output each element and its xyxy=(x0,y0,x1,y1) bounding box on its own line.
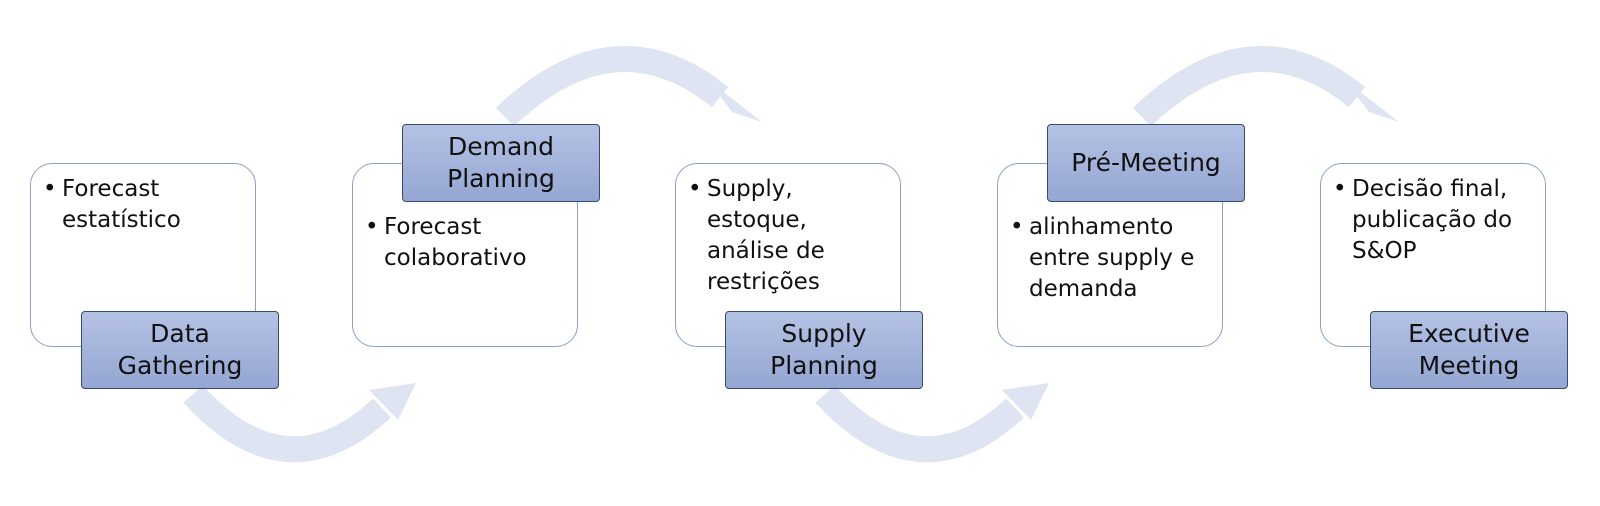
connector-arrowhead-2 xyxy=(708,80,762,122)
bullet-list: Forecast estatístico xyxy=(43,174,247,236)
bullet-list: Supply, estoque, análise de restrições xyxy=(688,174,892,298)
connector-arrow-2 xyxy=(496,46,729,127)
bullet-list: alinhamento entre supply e demanda xyxy=(1010,212,1214,305)
bullet-item: Decisão final, publicação do S&OP xyxy=(1333,174,1527,267)
connector-arrowhead-1 xyxy=(369,383,416,420)
bullet-item: Forecast estatístico xyxy=(43,174,247,236)
bullet-list: Decisão final, publicação do S&OP xyxy=(1333,174,1537,267)
bullet-item: Forecast colaborativo xyxy=(365,212,534,274)
connector-arrowhead-4 xyxy=(1345,80,1399,122)
connector-arrow-4 xyxy=(1133,46,1366,127)
step-label-demand-planning: Demand Planning xyxy=(402,124,600,202)
step-label-supply-planning: Supply Planning xyxy=(725,311,923,389)
connector-arrowhead-3 xyxy=(1002,383,1049,420)
bullet-item: Supply, estoque, análise de restrições xyxy=(688,174,827,298)
connector-arrow-3 xyxy=(815,385,1024,463)
step-label-executive-meeting: Executive Meeting xyxy=(1370,311,1568,389)
bullet-item: alinhamento entre supply e demanda xyxy=(1010,212,1204,305)
step-label-pre-meeting: Pré-Meeting xyxy=(1047,124,1245,202)
step-label-data-gathering: Data Gathering xyxy=(81,311,279,389)
bullet-list: Forecast colaborativo xyxy=(365,212,569,274)
connector-arrow-1 xyxy=(183,385,391,463)
